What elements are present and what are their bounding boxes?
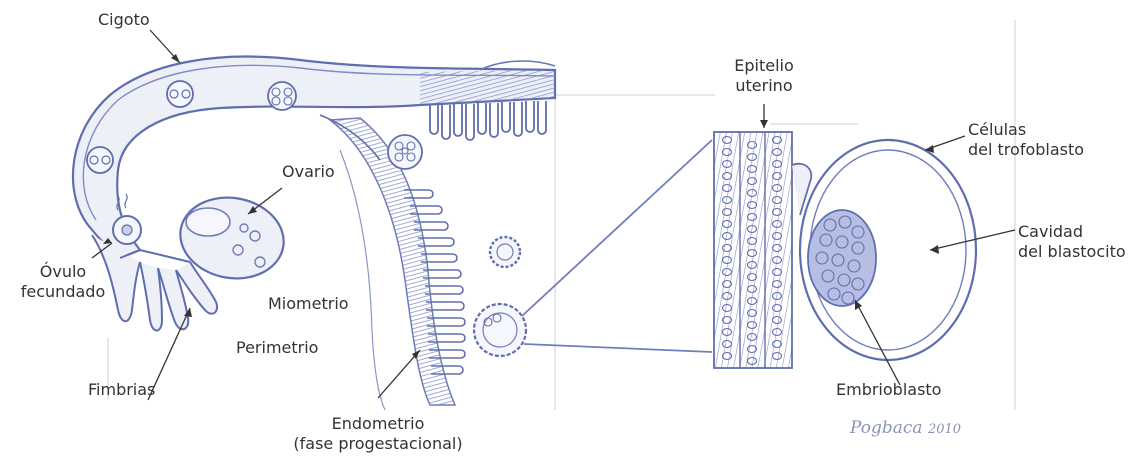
morula-tube <box>268 82 296 110</box>
label-celulas-line2: del trofoblasto <box>968 140 1084 160</box>
zygote <box>167 81 193 107</box>
artist-signature: Pogbaca 2010 <box>850 418 961 438</box>
label-celulas: Células del trofoblasto <box>968 120 1084 160</box>
label-endometrio: Endometrio (fase progestacional) <box>278 414 478 454</box>
tube-villi <box>430 101 546 140</box>
label-cavidad-line1: Cavidad <box>1018 222 1126 242</box>
label-endometrio-line1: Endometrio <box>278 414 478 434</box>
label-ovulo-line2: fecundado <box>8 282 118 302</box>
signature-name: Pogbaca <box>850 418 923 438</box>
label-fimbrias: Fimbrias <box>88 380 155 400</box>
label-cavidad-line2: del blastocito <box>1018 242 1126 262</box>
label-cavidad: Cavidad del blastocito <box>1018 222 1126 262</box>
morula-cavity <box>388 135 422 169</box>
label-celulas-line1: Células <box>968 120 1084 140</box>
blastocyst-detail <box>792 140 976 360</box>
two-cell-stage <box>87 147 113 173</box>
label-ovario: Ovario <box>282 162 335 182</box>
blastocyst-implanting <box>474 304 526 356</box>
label-epitelio: Epitelio uterino <box>714 56 814 96</box>
signature-year: 2010 <box>928 422 961 437</box>
label-perimetrio: Perimetrio <box>236 338 318 358</box>
label-epitelio-line2: uterino <box>714 76 814 96</box>
blastocyst-cavity <box>490 237 520 267</box>
label-embrioblasto: Embrioblasto <box>836 380 941 400</box>
label-endometrio-line2: (fase progestacional) <box>278 434 478 454</box>
embryoblast-mass <box>808 210 876 306</box>
uterine-tube <box>73 57 555 258</box>
label-ovulo: Óvulo fecundado <box>8 262 118 302</box>
zoom-lines <box>522 140 712 352</box>
label-cigoto: Cigoto <box>98 10 150 30</box>
label-miometrio: Miometrio <box>268 294 349 314</box>
label-epitelio-line1: Epitelio <box>714 56 814 76</box>
label-ovulo-line1: Óvulo <box>8 262 118 282</box>
